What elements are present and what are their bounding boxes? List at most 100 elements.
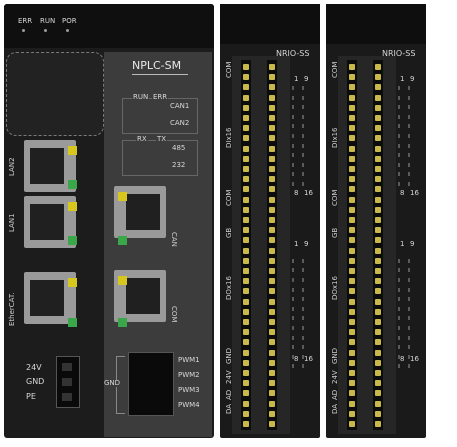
io-indicator-led	[398, 86, 400, 90]
io-indicator-led	[292, 162, 294, 167]
power-connector[interactable]	[56, 356, 80, 408]
io-indicator-led	[292, 297, 294, 302]
lan2-port[interactable]	[24, 140, 76, 192]
io-indicator-led	[398, 287, 400, 292]
io-indicator-led	[408, 287, 410, 292]
io-indicator-led	[302, 287, 304, 292]
io-module-2-terminal-column-left[interactable]	[347, 60, 357, 430]
io1-upper-dix16: DIx16	[225, 127, 233, 148]
io-indicator-led	[292, 143, 294, 148]
io1-lower-num-9: 9	[304, 240, 309, 248]
terminal-pin	[375, 298, 381, 305]
io-indicator-led	[292, 258, 294, 263]
terminal-pin	[243, 390, 249, 397]
terminal-pin	[375, 319, 381, 325]
io-module-1-terminal-column-right[interactable]	[267, 60, 277, 430]
io-indicator-led	[292, 124, 294, 129]
terminal-pin	[349, 104, 355, 111]
lan2-label: LAN2	[8, 157, 16, 176]
can-port[interactable]	[114, 186, 166, 238]
io1-lower-da: DA	[225, 403, 233, 414]
terminal-pin	[349, 206, 355, 213]
pwm-connector[interactable]	[128, 352, 174, 416]
io-indicator-led	[398, 335, 400, 340]
terminal-pin	[375, 339, 381, 346]
terminal-pin	[243, 115, 249, 121]
terminal-pin	[269, 217, 275, 223]
io-indicator-led	[398, 143, 400, 148]
terminal-pin	[349, 166, 355, 172]
io-indicator-led	[398, 172, 400, 177]
terminal-pin	[243, 217, 249, 223]
terminal-pin	[243, 94, 249, 101]
terminal-pin	[243, 319, 249, 325]
terminal-pin	[243, 410, 249, 417]
io-indicator-led	[398, 114, 400, 119]
terminal-pin	[375, 390, 381, 397]
io-indicator-led	[302, 105, 304, 110]
terminal-pin	[375, 196, 381, 203]
io1-upper-com: COM	[225, 61, 233, 78]
terminal-pin	[243, 268, 249, 274]
io1-lower-dox16: DOx16	[225, 276, 233, 300]
terminal-pin	[269, 104, 275, 111]
terminal-pin	[375, 155, 381, 162]
io-indicator-led	[398, 316, 400, 321]
io-indicator-led	[302, 335, 304, 340]
terminal-pin	[269, 400, 275, 407]
pwm-gnd-label: GND	[104, 379, 121, 387]
lan1-port[interactable]	[24, 196, 76, 248]
card-slot-cover	[6, 52, 104, 136]
io2-upper-num-8: 8	[400, 189, 405, 197]
lan2-led-yellow	[68, 146, 77, 155]
io-indicator-led	[302, 153, 304, 158]
led-label-run: RUN	[40, 17, 56, 25]
terminal-pin	[269, 145, 275, 152]
terminal-pin	[375, 247, 381, 254]
terminal-pin	[349, 94, 355, 101]
lan1-led-yellow	[68, 202, 77, 211]
io-module-2-terminal-column-right[interactable]	[373, 60, 383, 430]
io-indicator-led	[408, 172, 410, 177]
com-led-yellow	[118, 276, 127, 285]
io-indicator-led	[292, 105, 294, 110]
terminal-pin	[269, 268, 275, 274]
io-indicator-led	[302, 306, 304, 311]
io-indicator-led	[292, 287, 294, 292]
terminal-pin	[269, 390, 275, 397]
io-module-2-top	[326, 4, 426, 44]
io-indicator-led	[398, 268, 400, 273]
err-led	[22, 29, 25, 32]
terminal-pin	[269, 74, 275, 81]
terminal-pin	[375, 288, 381, 295]
io-indicator-led	[398, 153, 400, 158]
io-indicator-led	[408, 162, 410, 167]
terminal-pin	[349, 308, 355, 315]
io-indicator-led	[292, 134, 294, 138]
terminal-pin	[375, 308, 381, 315]
terminal-pin	[243, 349, 249, 356]
terminal-pin	[243, 145, 249, 152]
io1-lower-num-8: 8	[294, 355, 299, 363]
terminal-pin	[375, 217, 381, 223]
io1-upper-num-16: 16	[304, 189, 313, 197]
ethercat-port[interactable]	[24, 272, 76, 324]
io-indicator-led	[302, 86, 304, 90]
io-module-1-terminal-column-left[interactable]	[241, 60, 251, 430]
io-indicator-led	[302, 326, 304, 330]
io-indicator-led	[302, 268, 304, 273]
can-led-green	[118, 236, 127, 245]
io-module-1-top	[220, 4, 320, 44]
lan1-label: LAN1	[8, 213, 16, 232]
terminal-pin	[349, 257, 355, 264]
io-indicator-led	[398, 306, 400, 311]
io-indicator-led	[408, 105, 410, 110]
terminal-pin	[375, 349, 381, 356]
io1-lower-24v: 24V	[225, 370, 233, 384]
terminal-pin	[269, 370, 275, 376]
terminal-pin	[375, 176, 381, 183]
terminal-pin	[243, 370, 249, 376]
terminal-pin	[349, 74, 355, 81]
terminal-pin	[243, 257, 249, 264]
terminal-pin	[269, 135, 275, 142]
